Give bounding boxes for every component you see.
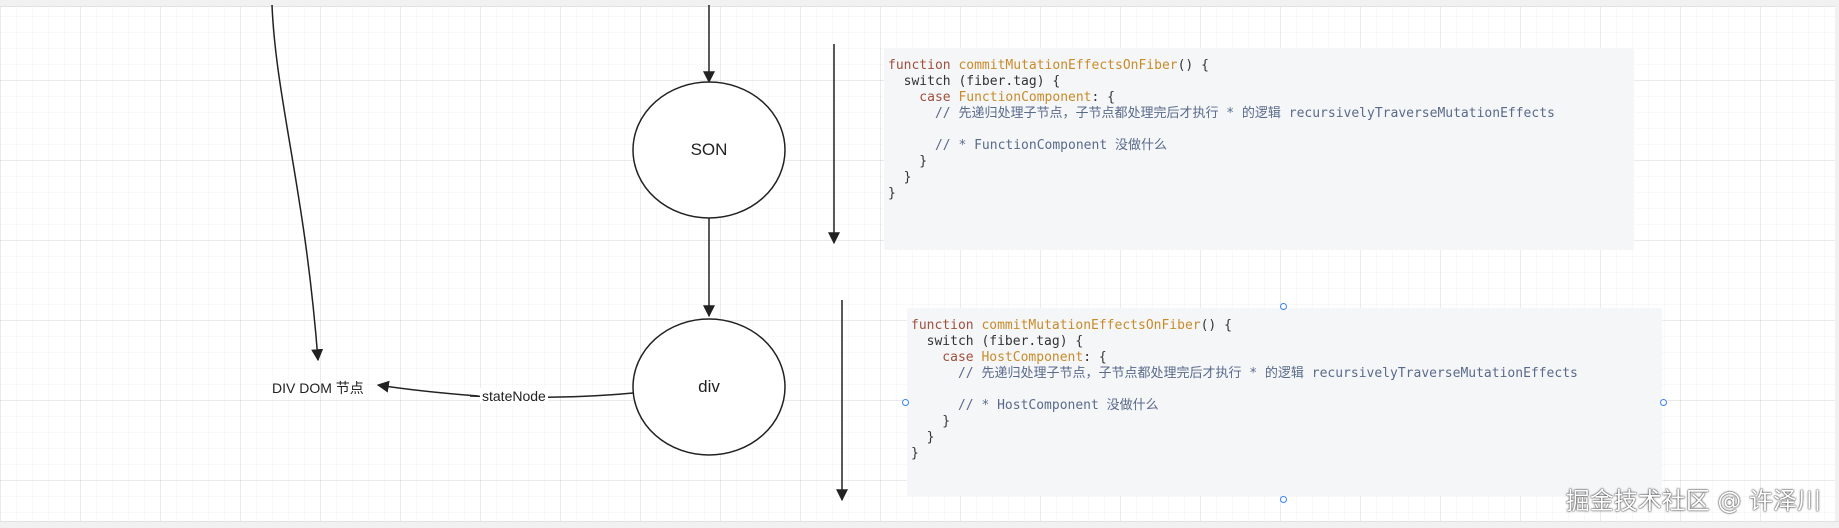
code-line: } [911, 414, 1658, 430]
code-token: case [888, 90, 959, 105]
code-line: function commitMutationEffectsOnFiber() … [911, 318, 1658, 334]
code-token: case [911, 350, 982, 365]
code-line: case HostComponent: { [911, 350, 1658, 366]
code-block-host-component[interactable]: function commitMutationEffectsOnFiber() … [907, 308, 1662, 496]
code-token: // 先递归处理子节点，子节点都处理完后才执行 * 的逻辑 recursivel… [888, 106, 1555, 121]
code-token: } [888, 186, 896, 201]
code-line: } [888, 170, 1630, 186]
code-token: } [888, 170, 912, 185]
code-line: function commitMutationEffectsOnFiber() … [888, 58, 1630, 74]
curved-arrow-to-dom[interactable] [271, 4, 324, 362]
code-token: } [911, 430, 935, 445]
code-token: FunctionComponent [958, 90, 1092, 105]
code-token: function [911, 318, 982, 333]
code-line: // 先递归处理子节点，子节点都处理完后才执行 * 的逻辑 recursivel… [888, 106, 1630, 122]
code-token: switch (fiber.tag) { [888, 74, 1061, 89]
code-line [888, 122, 1630, 138]
code-token: // 先递归处理子节点，子节点都处理完后才执行 * 的逻辑 recursivel… [911, 366, 1578, 381]
code-line: // * HostComponent 没做什么 [911, 398, 1658, 414]
div-node-label: div [698, 377, 720, 396]
code-line: case FunctionComponent: { [888, 90, 1630, 106]
div-node[interactable] [632, 318, 786, 456]
code-token: // * FunctionComponent 没做什么 [888, 138, 1167, 153]
code-line: } [888, 186, 1630, 202]
code-token: : { [1091, 90, 1115, 105]
code-line: } [911, 446, 1658, 462]
code-block-function-component[interactable]: function commitMutationEffectsOnFiber() … [884, 48, 1634, 250]
code-token: commitMutationEffectsOnFiber [958, 58, 1178, 73]
right-scrollbar-edge [1835, 0, 1839, 528]
code-line: // 先递归处理子节点，子节点都处理完后才执行 * 的逻辑 recursivel… [911, 366, 1658, 382]
selection-handle-left[interactable] [902, 399, 909, 406]
code-line [911, 382, 1658, 398]
code-token: } [911, 446, 919, 461]
code-line: } [911, 430, 1658, 446]
selection-handle-top[interactable] [1280, 303, 1287, 310]
code-token: // * HostComponent 没做什么 [911, 398, 1159, 413]
code-token: function [888, 58, 959, 73]
top-toolbar-edge [0, 0, 1839, 7]
code-line: switch (fiber.tag) { [911, 334, 1658, 350]
bottom-scrollbar-edge [0, 521, 1839, 528]
code-token: } [911, 414, 951, 429]
selection-handle-right[interactable] [1660, 399, 1667, 406]
son-node-label: SON [690, 140, 728, 159]
code-token: } [888, 154, 928, 169]
statenode-edge-head[interactable] [376, 380, 479, 397]
code-line: switch (fiber.tag) { [888, 74, 1630, 90]
selection-handle-bottom[interactable] [1280, 496, 1287, 503]
statenode-edge-label: stateNode [480, 388, 548, 404]
code-line: } [888, 154, 1630, 170]
code-token: () { [1200, 318, 1232, 333]
code-line: // * FunctionComponent 没做什么 [888, 138, 1630, 154]
dom-node-label: DIV DOM 节点 [272, 380, 364, 396]
code-token: switch (fiber.tag) { [911, 334, 1084, 349]
watermark: 掘金技术社区 @ 许泽川 [1565, 487, 1821, 515]
code-token: : { [1083, 350, 1107, 365]
code-token: commitMutationEffectsOnFiber [981, 318, 1201, 333]
code-token: HostComponent [981, 350, 1084, 365]
code-token: () { [1177, 58, 1209, 73]
